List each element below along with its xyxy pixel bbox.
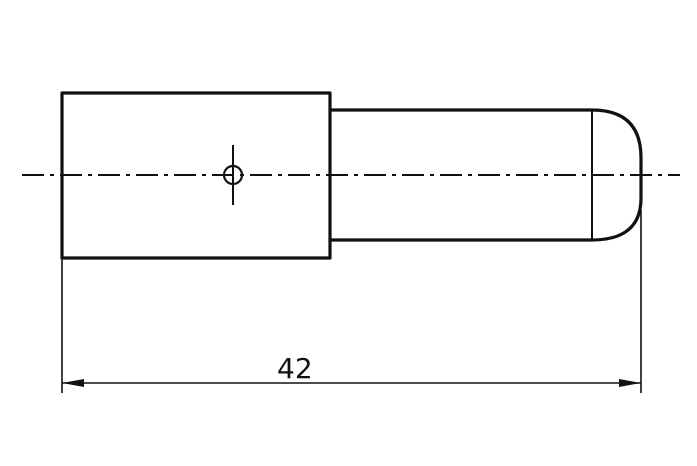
dimension-label: 42 <box>277 352 313 385</box>
shaft <box>330 108 643 242</box>
arrow-right-icon <box>619 379 641 387</box>
arrow-left-icon <box>62 379 84 387</box>
